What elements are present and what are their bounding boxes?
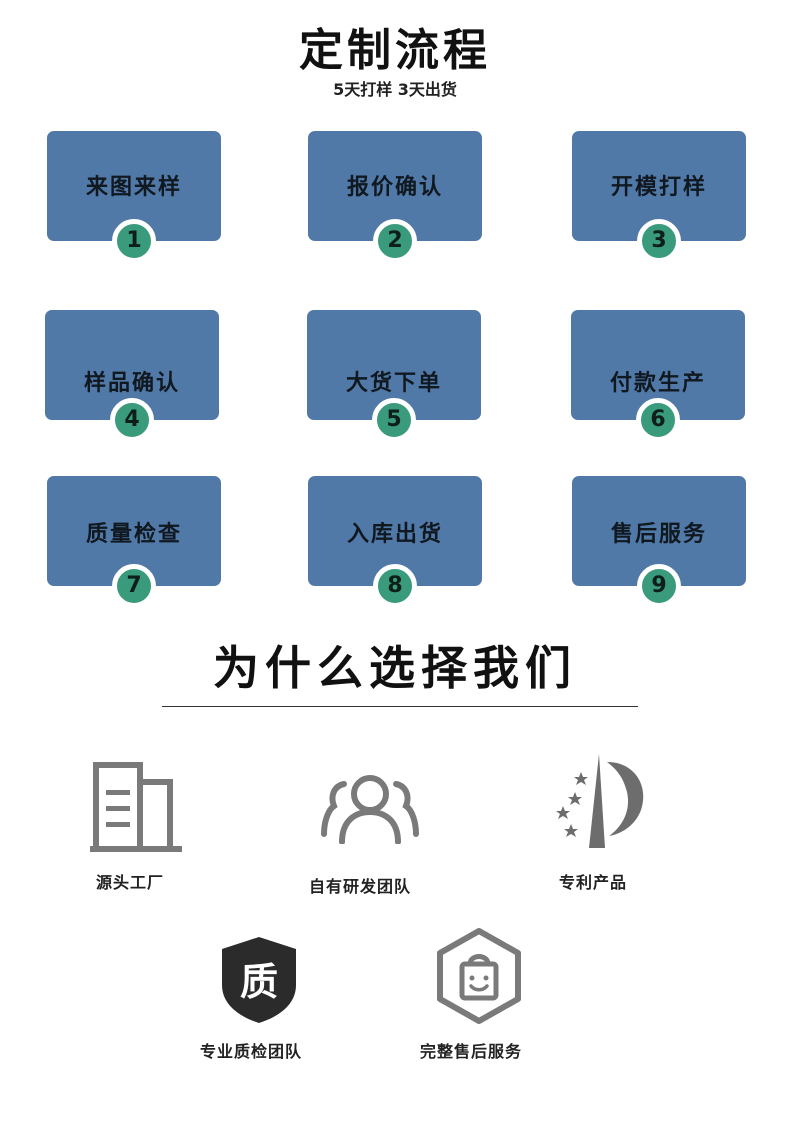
step-number-badge: 3: [637, 219, 681, 263]
step-card-6: 付款生产 6: [571, 310, 745, 442]
step-number-badge: 6: [636, 398, 680, 442]
step-label: 入库出货: [346, 522, 443, 547]
step-card-9: 售后服务 9: [572, 476, 746, 608]
step-label: 开模打样: [610, 175, 707, 200]
step-label: 来图来样: [85, 175, 182, 200]
page-subtitle: 5天打样 3天出货: [333, 80, 457, 99]
patent-star-icon: [556, 754, 644, 848]
factory-building-icon: [90, 762, 182, 852]
step-card-2: 报价确认 2: [308, 131, 482, 263]
step-label: 大货下单: [345, 371, 442, 396]
step-card-1: 来图来样 1: [47, 131, 221, 263]
step-number-badge: 1: [112, 219, 156, 263]
step-card-4: 样品确认 4: [45, 310, 219, 442]
feature-label: 自有研发团队: [309, 877, 412, 896]
quality-glyph: 质: [240, 960, 278, 1004]
step-label: 样品确认: [83, 371, 180, 396]
quality-shield-icon: 质: [222, 937, 296, 1023]
shopping-bag-icon: [437, 928, 521, 1024]
step-label: 售后服务: [610, 522, 707, 547]
team-people-icon: [321, 775, 419, 844]
page-title: 定制流程: [299, 25, 491, 76]
step-label: 报价确认: [346, 175, 443, 200]
step-number-badge: 5: [372, 398, 416, 442]
section-divider: [162, 706, 638, 707]
step-label: 付款生产: [609, 371, 706, 396]
step-card-5: 大货下单 5: [307, 310, 481, 442]
feature-label: 专利产品: [559, 873, 628, 892]
feature-label: 完整售后服务: [420, 1042, 523, 1061]
step-number-badge: 8: [373, 564, 417, 608]
feature-label: 专业质检团队: [200, 1042, 303, 1061]
step-number-badge: 7: [112, 564, 156, 608]
feature-label: 源头工厂: [96, 873, 165, 892]
step-card-7: 质量检查 7: [47, 476, 221, 608]
step-number-badge: 9: [637, 564, 681, 608]
step-card-3: 开模打样 3: [572, 131, 746, 263]
step-number-badge: 4: [110, 398, 154, 442]
why-choose-us-title: 为什么选择我们: [213, 641, 577, 695]
step-number-badge: 2: [373, 219, 417, 263]
step-label: 质量检查: [85, 522, 182, 547]
step-card-8: 入库出货 8: [308, 476, 482, 608]
